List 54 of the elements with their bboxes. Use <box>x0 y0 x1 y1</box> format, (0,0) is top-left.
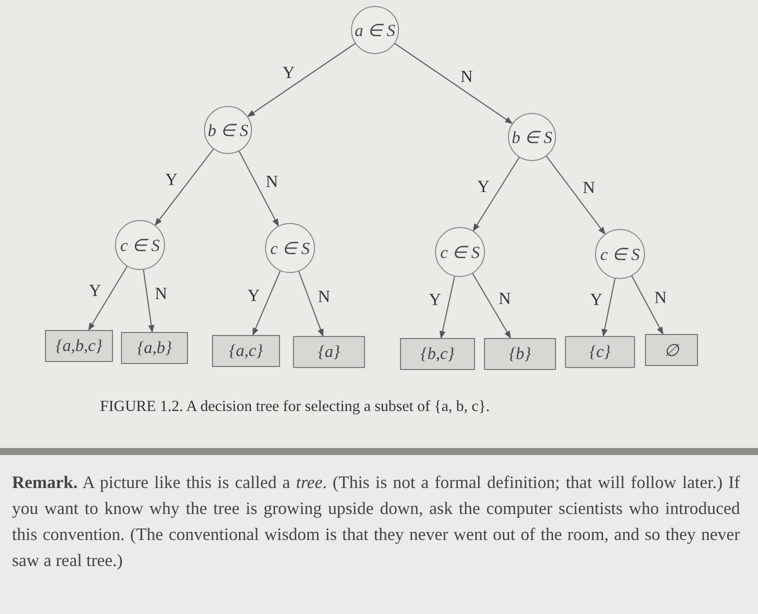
arrow <box>440 276 456 339</box>
figure-caption: FIGURE 1.2. A decision tree for selecting a subset of {a, b, c}. <box>100 398 490 416</box>
remark-paragraph: Remark. A picture like this is called a tree. (This is not a formal definition; that will follow later.) If you want to know why the tree is growing upside down, ask the computer scientists who introduced this convention. (The conventional wisdom is that they never went out of the room, and so they never saw a real tree.) <box>12 471 740 572</box>
node-label: {a} <box>318 342 340 362</box>
decision-circle <box>508 113 556 161</box>
node-label: a ∈ S <box>354 20 396 40</box>
arrow <box>394 43 513 124</box>
node-label: c ∈ S <box>440 242 480 262</box>
arrow <box>546 156 606 235</box>
subset-box <box>212 335 280 367</box>
node-label: {a,b} <box>137 338 172 358</box>
node-label: ∅ <box>664 340 679 360</box>
decision-circle <box>204 106 252 154</box>
arrow <box>88 266 128 331</box>
edge-label: N <box>653 289 668 306</box>
arrow <box>602 278 616 337</box>
node-label: {a,b,c} <box>56 336 102 356</box>
edge-label: Y <box>282 64 296 81</box>
subset-box <box>293 336 365 368</box>
node-label: {b} <box>508 344 532 364</box>
node-label: {c} <box>589 342 611 362</box>
subset-box <box>400 338 475 370</box>
edge-label: N <box>460 68 474 84</box>
arrow <box>298 271 324 337</box>
subset-box <box>121 332 188 364</box>
node-label: c ∈ S <box>120 234 160 256</box>
node-label: b ∈ S <box>512 126 552 148</box>
arrow <box>472 273 512 339</box>
arrow <box>472 157 520 232</box>
decision-circle <box>595 229 645 279</box>
decision-circle <box>265 223 315 273</box>
arrow <box>631 276 664 335</box>
node-label: {a,c} <box>229 341 263 361</box>
edge-label: N <box>154 284 168 302</box>
edge-label: N <box>498 290 512 307</box>
node-label: b ∈ S <box>208 120 248 140</box>
edge-label: Y <box>246 286 261 304</box>
subset-box <box>484 338 556 370</box>
subset-box <box>645 334 698 366</box>
node-label: c ∈ S <box>270 238 310 258</box>
subset-box <box>565 336 635 368</box>
arrow <box>142 270 154 333</box>
node-label: c ∈ S <box>600 244 640 264</box>
decision-circle <box>351 6 399 54</box>
arrow <box>238 151 279 227</box>
decision-circle <box>115 220 165 270</box>
edge-label: N <box>316 288 332 305</box>
arrow <box>252 270 281 336</box>
decision-circle <box>435 227 485 277</box>
node-label: {b,c} <box>420 344 454 364</box>
edge-label: N <box>264 172 280 190</box>
arrow <box>247 43 356 117</box>
arrow <box>154 148 214 226</box>
subset-box <box>45 330 113 362</box>
